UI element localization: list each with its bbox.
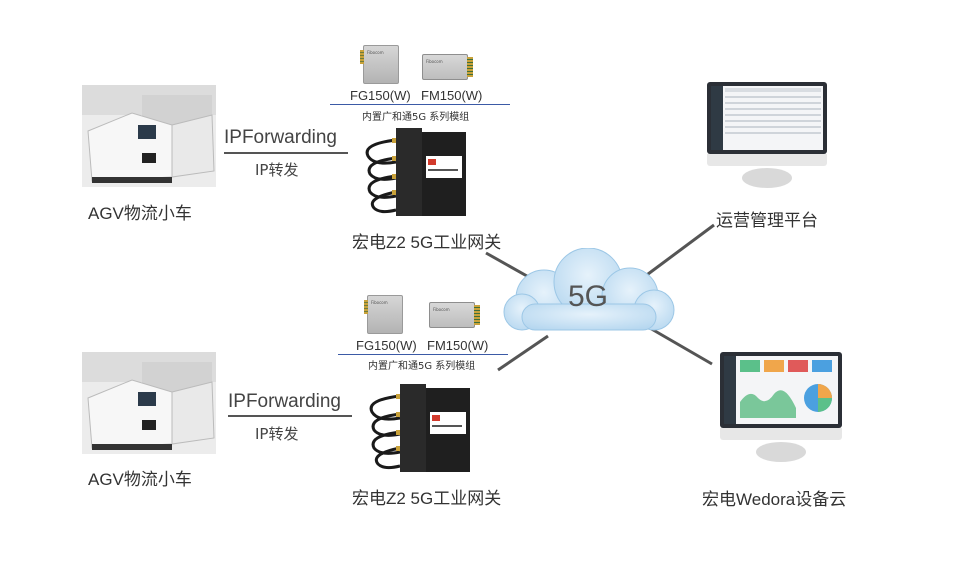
agv-label-top: AGV物流小车 xyxy=(88,204,192,223)
ip-forward-label-bottom: IP转发 xyxy=(255,425,299,443)
wedora-monitor-foot xyxy=(756,442,806,462)
module-fm150-top: Fibocom xyxy=(422,54,473,80)
wedora-monitor-chin xyxy=(720,428,842,440)
modules-underline-top xyxy=(330,104,510,105)
ipforwarding-underline-top xyxy=(224,152,348,154)
ipforwarding-label-bottom: IPForwarding xyxy=(228,391,341,412)
ip-forward-label-top: IP转发 xyxy=(255,161,299,179)
module-fg-label-bottom: FG150(W) xyxy=(356,338,417,353)
wedora-label: 宏电Wedora设备云 xyxy=(702,490,847,509)
module-fg-label-top: FG150(W) xyxy=(350,88,411,103)
modules-caption-bottom: 内置广和通5G 系列模组 xyxy=(368,361,476,372)
cloud-5g-icon xyxy=(503,248,675,331)
module-fg150-bottom: Fibocom xyxy=(364,295,403,334)
agv-label-bottom: AGV物流小车 xyxy=(88,470,192,489)
ipforwarding-label-top: IPForwarding xyxy=(224,127,337,148)
modules-underline-bottom xyxy=(338,354,508,355)
wedora-monitor xyxy=(720,352,842,428)
module-fg150-top: Fibocom xyxy=(360,45,399,84)
module-fm150-bottom: Fibocom xyxy=(429,302,480,328)
link-gateway-top-to-cloud xyxy=(485,251,535,282)
module-fm-label-bottom: FM150(W) xyxy=(427,338,489,353)
gateway-label-top: 宏电Z2 5G工业网关 xyxy=(352,233,502,252)
ops-monitor-foot xyxy=(742,168,792,188)
gateway-image-bottom xyxy=(369,384,470,472)
modules-caption-top: 内置广和通5G 系列模组 xyxy=(362,112,470,123)
module-fm-label-top: FM150(W) xyxy=(421,88,483,103)
ops-platform-monitor xyxy=(707,82,827,154)
link-cloud-to-ops xyxy=(639,223,715,282)
gateway-image-top xyxy=(365,128,466,216)
agv-photo-bottom xyxy=(82,352,216,454)
cloud-5g-label: 5G xyxy=(568,280,609,313)
link-gateway-bottom-to-cloud xyxy=(497,334,549,372)
ops-monitor-chin xyxy=(707,154,827,166)
agv-photo-top xyxy=(82,85,216,187)
gateway-label-bottom: 宏电Z2 5G工业网关 xyxy=(352,489,502,508)
ipforwarding-underline-bottom xyxy=(228,415,352,417)
ops-platform-label: 运营管理平台 xyxy=(716,211,818,230)
